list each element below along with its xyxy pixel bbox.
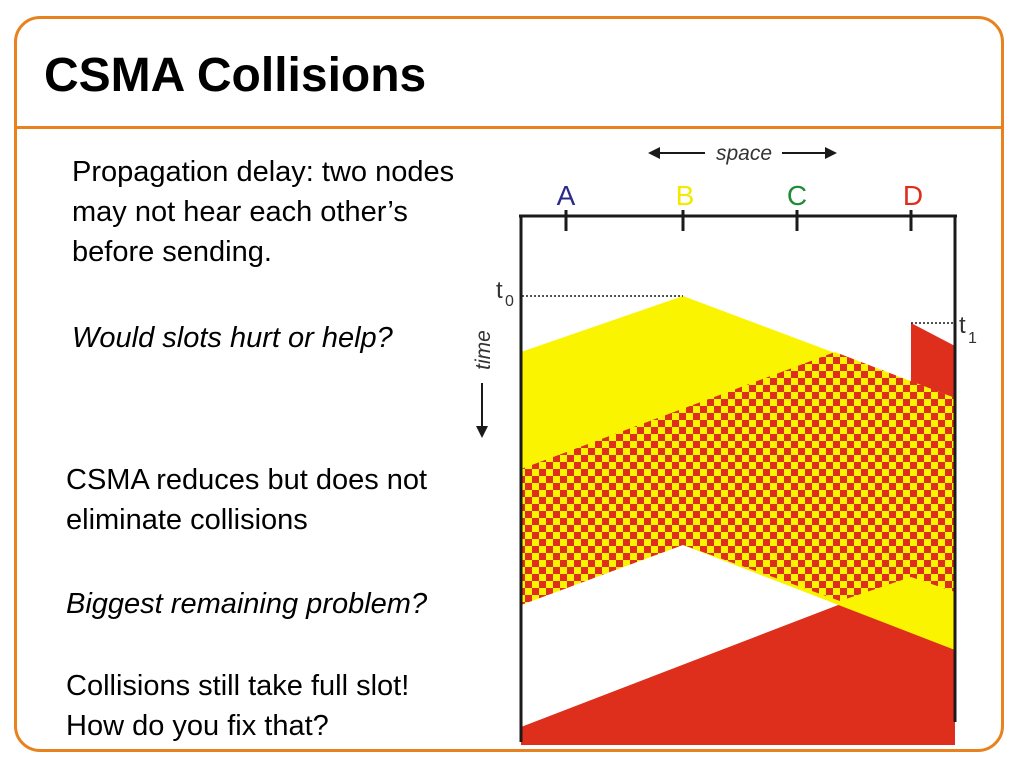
csma-collisions-text: CSMA reduces but does not eliminate coll… xyxy=(66,464,428,536)
full-slot-answer: Collisions still take full slot! xyxy=(66,670,410,702)
space-label: space xyxy=(716,142,772,165)
t0-label: t xyxy=(496,277,503,304)
time-arrow-head xyxy=(476,426,488,438)
title-divider xyxy=(14,126,1004,129)
remaining-problem-question: Biggest remaining problem? xyxy=(66,588,428,620)
node-d-label: D xyxy=(903,180,923,211)
slide-frame xyxy=(14,16,1004,752)
node-b-label: B xyxy=(676,180,695,211)
space-arrow-right-head xyxy=(825,147,837,159)
collision-overlap xyxy=(521,352,955,605)
node-c-label: C xyxy=(787,180,807,211)
t0-subscript: 0 xyxy=(505,293,514,310)
node-d-transmission xyxy=(521,323,955,745)
time-label: time xyxy=(472,330,495,370)
slots-question: Would slots hurt or help? xyxy=(72,322,393,354)
slide-title: CSMA Collisions xyxy=(44,49,427,102)
space-arrow-left-head xyxy=(648,147,660,159)
t1-subscript: 1 xyxy=(968,330,977,347)
fix-question: How do you fix that? xyxy=(66,710,329,742)
t1-label: t xyxy=(959,312,966,339)
propagation-delay-text: Propagation delay: two nodes may not hea… xyxy=(72,156,455,268)
node-a-label: A xyxy=(557,180,576,211)
